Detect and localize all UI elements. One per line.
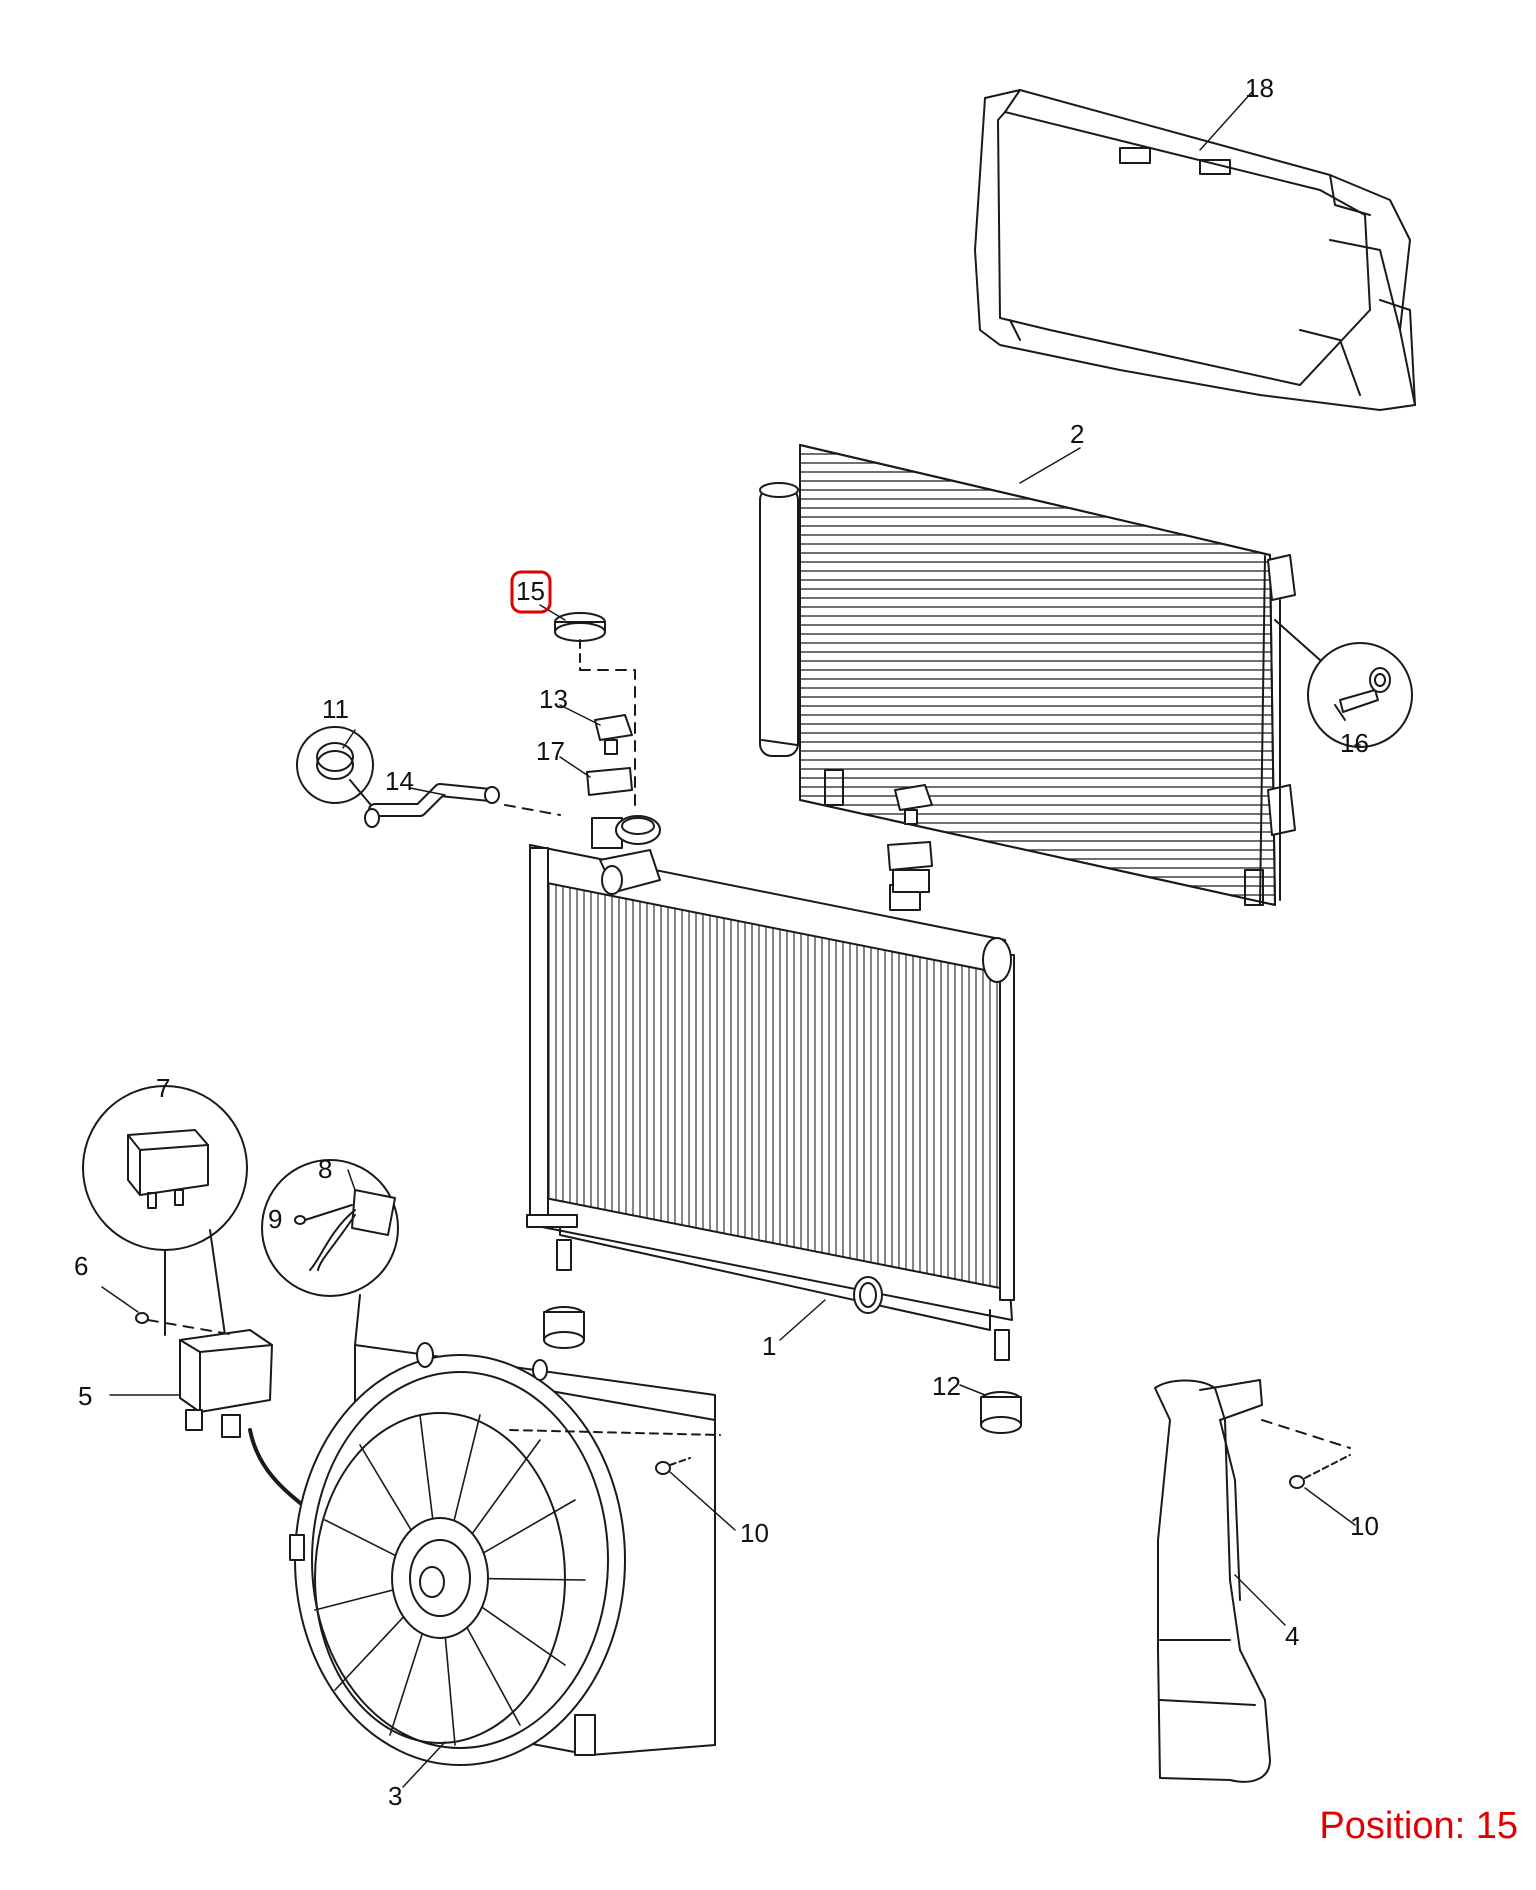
callout-7: 7 [156,1073,170,1103]
part-15-radiator-cap[interactable] [555,613,635,805]
part-2-condenser[interactable] [760,445,1295,905]
part-12-insulator-right[interactable] [981,1330,1021,1433]
callout-9: 9 [268,1204,282,1234]
part-10-bolt-left[interactable] [656,1458,735,1530]
part-17-upper-insulator-left[interactable] [587,768,632,795]
callout-13: 13 [539,684,568,714]
part-13-upper-bracket-right[interactable] [895,785,932,824]
callout-6: 6 [74,1251,88,1281]
callout-12: 12 [932,1371,961,1401]
callout-1: 1 [762,1331,776,1361]
callout-4: 4 [1285,1621,1299,1651]
callout-11: 11 [322,694,349,724]
callout-15: 15 [516,576,545,606]
callout-8: 8 [318,1154,332,1184]
part-4-coolant-reservoir[interactable] [1155,1380,1350,1782]
callout-17: 17 [536,736,565,766]
part-13-upper-bracket-left[interactable] [595,715,632,754]
callout-16: 16 [1340,728,1369,758]
part-3-cooling-fan[interactable] [290,1343,720,1765]
part-1-radiator[interactable] [527,816,1014,1330]
part-12-insulator-left[interactable] [544,1240,584,1348]
callout-15-highlighted: 15 [510,570,552,614]
callout-10a: 10 [740,1518,769,1548]
part-10-bolt-right[interactable] [1290,1455,1355,1525]
callout-18: 18 [1245,73,1274,103]
callout-labels: 1 2 3 4 5 6 7 8 9 10 10 11 12 13 14 15 1… [74,73,1379,1811]
callout-3: 3 [388,1781,402,1811]
position-indicator: Position: 15 [1319,1805,1518,1847]
part-11-hose-clamp[interactable] [297,727,375,810]
part-14-overflow-hose[interactable] [365,787,560,827]
part-16-bolt[interactable] [1275,620,1412,747]
callout-14: 14 [385,766,414,796]
callout-5: 5 [78,1381,92,1411]
part-5-fan-control-module[interactable] [110,1330,320,1520]
part-9-screw[interactable] [295,1205,352,1224]
highlight-box [510,570,552,614]
leader-lines [342,91,1361,1788]
callout-10b: 10 [1350,1511,1379,1541]
callout-2: 2 [1070,419,1084,449]
part-17-upper-insulator-right[interactable] [888,842,932,892]
part-7-relay[interactable] [83,1086,247,1335]
part-8-resistor[interactable] [262,1160,398,1345]
part-6-screw[interactable] [102,1287,235,1335]
part-18-air-baffle[interactable] [975,90,1415,410]
